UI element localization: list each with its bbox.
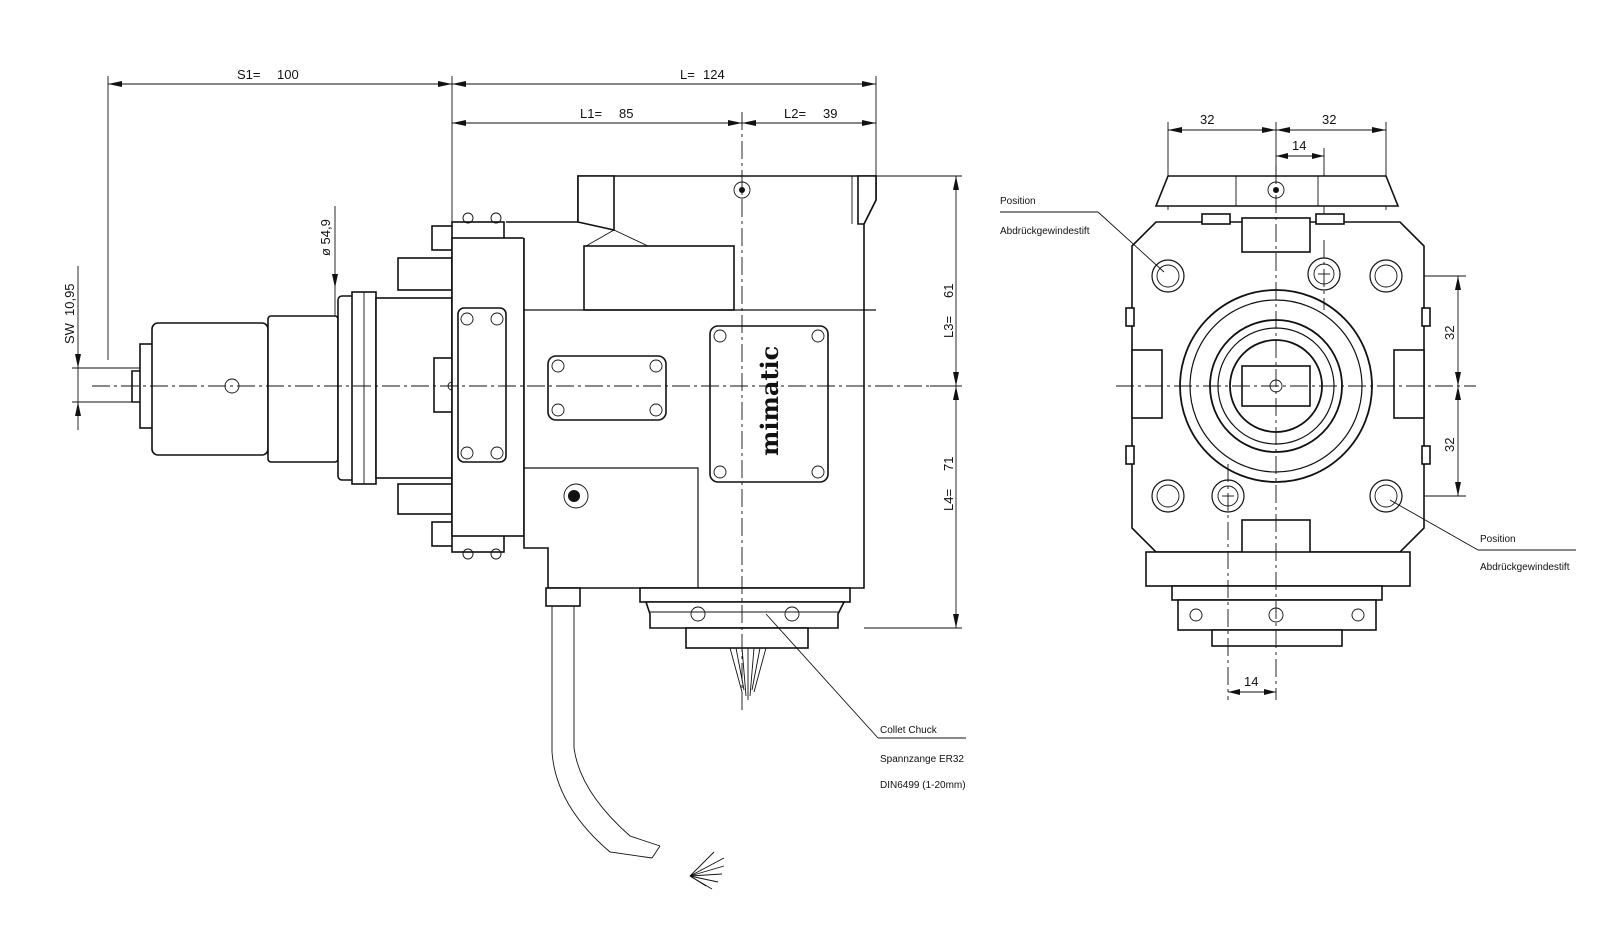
position-upper-line1: Position xyxy=(1000,196,1036,207)
coolant-cable xyxy=(545,587,725,890)
position-note-upper: Position Abdrückgewindestift xyxy=(1000,196,1165,273)
position-upper-line2: Abdrückgewindestift xyxy=(1000,226,1090,237)
l3-label: L3= xyxy=(941,316,956,338)
sw-value: 10,95 xyxy=(62,283,77,316)
front-housing xyxy=(1125,175,1431,647)
collet-note-line3: DIN6499 (1-20mm) xyxy=(880,780,966,791)
front-view: 32 32 14 32 32 xyxy=(1000,112,1576,700)
front-top-right-dim: 32 xyxy=(1322,112,1336,127)
collet-note-line2: Spannzange ER32 xyxy=(880,754,964,765)
sw-label: SW xyxy=(62,322,77,344)
main-housing: mimatic xyxy=(506,175,877,589)
side-view: S1= 100 L= 124 L1= 85 L2= 39 xyxy=(62,67,966,890)
dimension-l3-l4: L3= 61 L4= 71 xyxy=(864,175,962,629)
position-lower-line1: Position xyxy=(1480,534,1516,545)
front-right-dimensions: 32 32 xyxy=(1402,275,1466,497)
collet-note-line1: Collet Chuck xyxy=(880,725,938,736)
dimension-sw: SW 10,95 xyxy=(62,266,140,430)
l4-value: 71 xyxy=(941,457,956,471)
s1-label: S1= xyxy=(237,67,261,82)
dimension-s1: S1= 100 xyxy=(107,67,453,360)
front-right-upper-dim: 32 xyxy=(1442,326,1457,340)
l3-value: 61 xyxy=(941,284,956,298)
collet-note: Collet Chuck Spannzange ER32 DIN6499 (1-… xyxy=(765,613,966,791)
collet-chuck xyxy=(639,587,851,700)
mimatic-logo: mimatic xyxy=(755,346,784,456)
s1-value: 100 xyxy=(277,67,299,82)
l1-label: L1= xyxy=(580,106,602,121)
front-top-left-dim: 32 xyxy=(1200,112,1214,127)
front-bottom-dimension: 14 xyxy=(1228,674,1276,695)
position-note-lower: Position Abdrückgewindestift xyxy=(1389,499,1576,573)
l1-value: 85 xyxy=(619,106,633,121)
l2-value: 39 xyxy=(823,106,837,121)
position-lower-line2: Abdrückgewindestift xyxy=(1480,562,1570,573)
front-bottom-dim: 14 xyxy=(1244,674,1258,689)
l-value: 124 xyxy=(703,67,725,82)
l4-label: L4= xyxy=(941,489,956,511)
diameter-label: ø 54,9 xyxy=(318,219,333,256)
drive-shank xyxy=(131,257,459,515)
front-top-small-dim: 14 xyxy=(1292,138,1306,153)
front-right-lower-dim: 32 xyxy=(1442,438,1457,452)
dimension-l: L= 124 xyxy=(452,67,877,176)
l2-label: L2= xyxy=(784,106,806,121)
l-label: L= xyxy=(680,67,695,82)
dimension-l1-l2: L1= 85 L2= 39 xyxy=(452,106,876,126)
